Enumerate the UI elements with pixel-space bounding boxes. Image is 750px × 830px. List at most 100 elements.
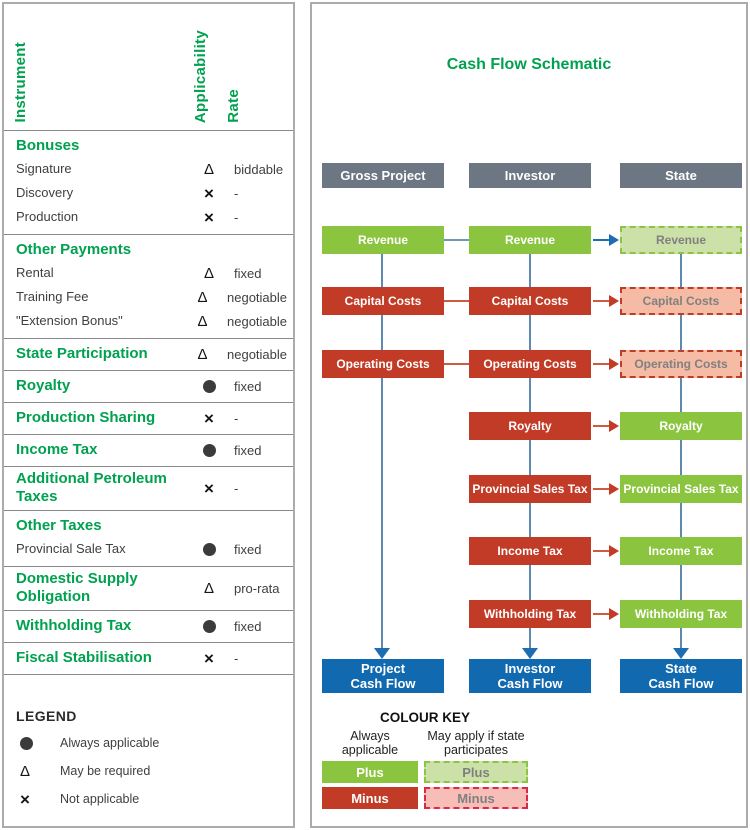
connector-line (593, 425, 610, 427)
triangle-icon: Δ (203, 579, 215, 597)
applicability-cell: × (194, 650, 224, 667)
table-row: Production Sharing×- (4, 406, 293, 430)
flow-box: Revenue (322, 226, 444, 254)
section-title: Other Taxes (16, 517, 102, 534)
arrow-right-icon (609, 483, 619, 495)
rate-value: fixed (234, 265, 262, 281)
circle-icon (20, 736, 33, 750)
flow-box: Operating Costs (620, 350, 742, 378)
connector-line (593, 300, 610, 302)
arrow-right-icon (609, 608, 619, 620)
rate-value: fixed (234, 618, 262, 634)
rate-value: fixed (234, 442, 262, 458)
circle-icon (202, 379, 216, 393)
flow-box: Provincial Sales Tax (620, 475, 742, 503)
circle-icon (202, 542, 216, 556)
key-box: Minus (424, 787, 528, 809)
x-icon: × (20, 789, 30, 809)
rate-value: - (234, 209, 239, 225)
x-icon: × (204, 207, 214, 227)
instrument-name: Withholding Tax (16, 617, 132, 634)
triangle-icon: Δ (197, 345, 208, 363)
table-row: Additional Petroleum Taxes×- (4, 470, 293, 506)
arrow-right-icon (609, 358, 619, 370)
flow-box: Withholding Tax (469, 600, 591, 628)
legend-label: May be required (60, 764, 151, 778)
applicability-cell (194, 619, 224, 633)
instrument-name: Fiscal Stabilisation (16, 649, 152, 666)
legend-label: Not applicable (60, 792, 140, 806)
instrument-name: Training Fee (16, 289, 89, 304)
rate-value: fixed (234, 541, 262, 557)
legend-item: × Not applicable (16, 790, 281, 808)
table-row: Discovery×- (4, 181, 293, 205)
applicability-cell: Δ (194, 162, 224, 177)
triangle-icon: Δ (203, 264, 215, 282)
cashflow-box-line: State (665, 661, 697, 676)
instrument-name: Discovery (16, 185, 74, 200)
legend-symbol-cell (16, 736, 44, 750)
arrow-right-icon (609, 545, 619, 557)
applicability-cell: Δ (194, 581, 224, 596)
colour-key-group-header: May apply if state participates (427, 729, 525, 757)
table-section: Production Sharing×- (4, 403, 293, 435)
instrument-name: Rental (16, 265, 54, 280)
applicability-cell: × (194, 185, 224, 202)
table-row: Withholding Tax fixed (4, 614, 293, 638)
flow-box: Capital Costs (469, 287, 591, 315)
table-header: Instrument Applicability Rate (4, 4, 293, 131)
instrument-name: Signature (16, 161, 72, 176)
rate-value: - (234, 650, 239, 666)
cashflow-box-line: Investor (504, 661, 556, 676)
instrument-name: State Participation (16, 345, 148, 362)
circle-icon (202, 443, 216, 457)
rate-value: biddable (234, 161, 284, 177)
arrow-down-icon (522, 648, 538, 659)
applicability-cell (194, 443, 224, 457)
applicability-cell: × (194, 480, 224, 497)
flow-box: Provincial Sales Tax (469, 475, 591, 503)
section-title: Other Payments (16, 241, 132, 258)
triangle-icon: Δ (203, 160, 215, 178)
key-box: Plus (322, 761, 418, 783)
arrow-right-icon (609, 295, 619, 307)
connector-line (593, 363, 610, 365)
connector-line (593, 550, 610, 552)
colour-key-title: COLOUR KEY (379, 710, 470, 725)
table-row: Fiscal Stabilisation × - (4, 646, 293, 670)
arrow-right-icon (609, 234, 619, 246)
cashflow-box-line: Project (360, 661, 406, 676)
rate-value: fixed (234, 378, 262, 394)
key-box: Plus (424, 761, 528, 783)
column-header-applicability: Applicability (192, 29, 209, 123)
column-header-box: Gross Project (322, 163, 444, 188)
instrument-name: Domestic Supply Obligation (16, 570, 138, 605)
x-icon: × (204, 183, 214, 203)
cashflow-box-line: Cash Flow (350, 676, 416, 691)
table-row: Production×- (4, 205, 293, 229)
cashflow-box-line: Cash Flow (648, 676, 714, 691)
triangle-icon: Δ (197, 312, 208, 330)
x-icon: × (204, 648, 214, 668)
connector-line (444, 300, 469, 302)
applicability-cell: Δ (188, 290, 217, 305)
connector-line (593, 613, 610, 615)
rate-value: negotiable (227, 313, 287, 329)
